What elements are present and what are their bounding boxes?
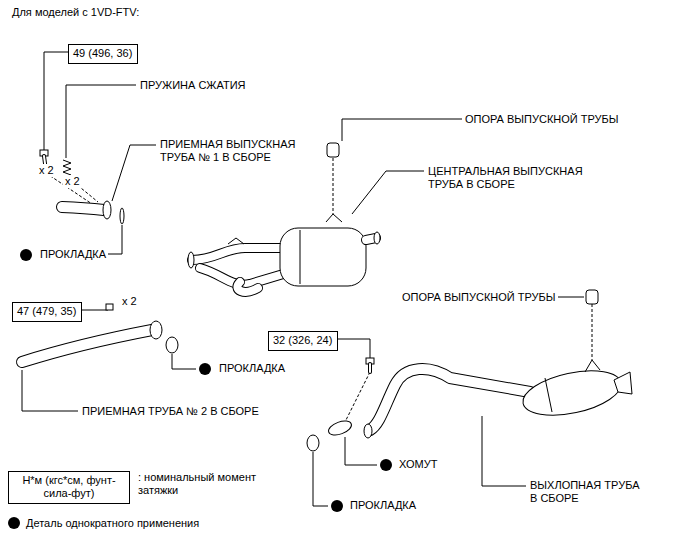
torque-box: 49 (496, 36) (68, 44, 138, 64)
pipe (200, 268, 290, 285)
leader-line (172, 354, 196, 369)
assembly-line (46, 173, 92, 204)
pipe (237, 282, 258, 292)
muffler-seam (300, 230, 301, 284)
torque-value: Н*м (кгс*см, фунт-сила-фут) (13, 474, 125, 500)
leader-line (44, 52, 80, 150)
leader-line (342, 119, 462, 141)
hanger (326, 214, 342, 222)
quantity-mark: x 2 (37, 164, 56, 177)
front-pipe-2 (22, 321, 178, 362)
diagram-title: Для моделей с 1VD-FTV: (10, 6, 141, 19)
torque-box: 32 (326, 24) (268, 331, 338, 351)
part-name: ПРИЕМНАЯ ВЫПУСКНАЯ ТРУБА № 1 В СБОРЕ (158, 138, 304, 164)
quantity-mark: x 2 (63, 175, 82, 188)
leader-line (112, 145, 156, 201)
pipe (22, 330, 152, 362)
legend-entry: Деталь однократного применения (24, 517, 201, 530)
torque-value: 32 (326, 24) (273, 334, 333, 347)
pipe (192, 248, 290, 260)
gasket (120, 208, 124, 224)
assembly-line (592, 304, 593, 360)
pipe-end (374, 232, 380, 244)
front-pipe-1 (62, 201, 124, 224)
part-name: ЦЕНТРАЛЬНАЯ ВЫПУСКНАЯ ТРУБА В СБОРЕ (426, 165, 595, 191)
single-use-dot (331, 500, 343, 512)
single-use-dot (8, 517, 20, 529)
muffler-seam (545, 378, 552, 412)
hanger (585, 360, 600, 372)
pipe (62, 207, 104, 210)
leader-line (66, 85, 136, 158)
leader-line (482, 416, 526, 486)
part-name: ПРИЕМНАЯ ТРУБА № 2 В СБОРЕ (80, 405, 261, 418)
quantity-mark: x 2 (120, 295, 139, 308)
bolt-shaft (368, 364, 372, 372)
torque-box: 47 (479, 35) (12, 302, 82, 322)
tail-pipe (307, 290, 632, 451)
pipe (22, 330, 152, 362)
assembly-line (333, 158, 334, 214)
pipe (200, 268, 290, 285)
pipe-end (364, 424, 372, 438)
part-name: ПРОКЛАДКА (217, 362, 287, 375)
part-name: ОПОРА ВЫПУСКНОЙ ТРУБЫ (463, 113, 621, 126)
torque-value: 49 (496, 36) (73, 47, 133, 60)
muffler (519, 363, 625, 423)
assembly-line (346, 372, 370, 420)
gasket (307, 435, 319, 451)
gasket (166, 337, 178, 353)
leader-line (352, 171, 424, 214)
single-use-dot (20, 249, 32, 261)
legend-entry: : номинальный момент затяжки (136, 471, 275, 497)
leader-line (80, 310, 108, 311)
pipe-bracket (228, 238, 244, 244)
exhaust-pipe-support (327, 143, 339, 157)
exhaust-pipe-support (586, 290, 598, 304)
leader-line (22, 370, 78, 411)
leader-line (313, 452, 328, 506)
center-pipe (188, 143, 380, 292)
pipe (370, 369, 530, 430)
part-name: ПРОКЛАДКА (38, 248, 108, 261)
single-use-dot (199, 363, 211, 375)
legend-text: Деталь однократного применения (26, 517, 199, 529)
tail-end (614, 372, 632, 394)
part-name: ХОМУТ (397, 458, 439, 471)
pipe (370, 369, 530, 430)
clamp (327, 418, 354, 437)
pipe (237, 282, 258, 292)
bolt-shaft (369, 364, 371, 372)
muffler (280, 228, 366, 286)
legend-text: : номинальный момент затяжки (138, 471, 256, 496)
part-name: ВЫХЛОПНАЯ ТРУБА В СБОРЕ (528, 479, 647, 505)
leader-line (345, 437, 377, 465)
torque-value: 47 (479, 35) (17, 305, 77, 318)
part-name: ОПОРА ВЫПУСКНОЙ ТРУБЫ (400, 291, 558, 304)
pipe-flange (188, 252, 194, 268)
part-name: ПРОКЛАДКА (348, 499, 418, 512)
pipe-flange (103, 201, 111, 219)
single-use-dot (380, 459, 392, 471)
part-name: ПРУЖИНА СЖАТИЯ (138, 79, 248, 92)
single-use-marks (8, 249, 392, 529)
pipe (192, 248, 290, 260)
pipe-flange (150, 321, 162, 339)
bolt-head (106, 304, 113, 310)
pipe (62, 207, 104, 210)
legend-unit-box: Н*м (кгс*см, фунт-сила-фут) (8, 471, 130, 504)
